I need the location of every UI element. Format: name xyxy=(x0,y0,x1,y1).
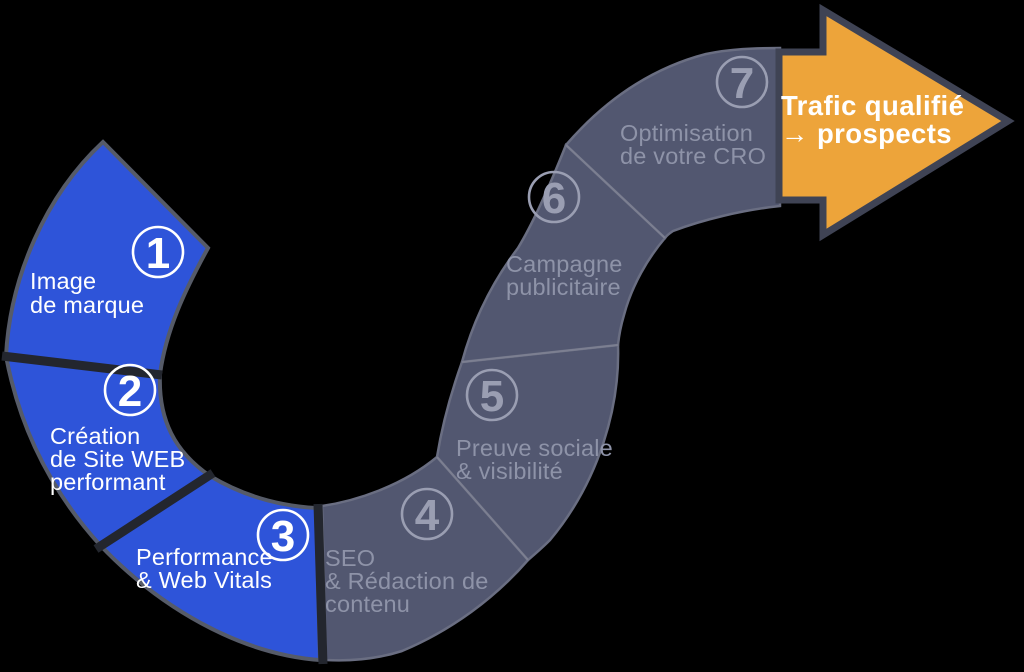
step-3-number: 3 xyxy=(271,512,295,561)
step-4-label-line3: contenu xyxy=(325,591,410,617)
divider-6-7 xyxy=(565,144,666,239)
step-4-number-badge: 4 xyxy=(400,487,454,541)
step-4-label-line1: SEO xyxy=(325,545,375,571)
step-1-label-line1: Image xyxy=(30,268,96,294)
divider-1-2 xyxy=(1,351,163,380)
result-arrow-label-line2: → prospects xyxy=(781,118,952,149)
step-5-label-line2: & visibilité xyxy=(456,458,563,484)
step-7-label-line1: Optimisation xyxy=(620,120,753,146)
step-7-number-badge: 7 xyxy=(715,55,769,109)
step-7-label: Optimisation de votre CRO xyxy=(620,120,766,169)
step-6-segment xyxy=(460,142,667,364)
step-5-badge-ring xyxy=(465,368,519,422)
step-2-badge-ring xyxy=(103,363,157,417)
step-5-label: Preuve sociale & visibilité xyxy=(456,435,613,484)
step-3-label-line2: & Web Vitals xyxy=(136,567,272,593)
step-2-number: 2 xyxy=(118,367,142,416)
step-7-label-line2: de votre CRO xyxy=(620,143,766,169)
step-1-number: 1 xyxy=(146,229,170,278)
step-6-label-line1: Campagne xyxy=(506,251,623,277)
divider-3-4 xyxy=(313,503,328,665)
step-6-badge-ring xyxy=(527,170,581,224)
step-4-label: SEO & Rédaction de contenu xyxy=(325,545,489,617)
step-1-label-line2: de marque xyxy=(30,292,144,318)
step-2-number-badge: 2 xyxy=(103,363,157,417)
step-6-label: Campagne publicitaire xyxy=(506,251,623,300)
step-1-segment xyxy=(3,139,211,377)
result-arrow-label-line1: Trafic qualifié xyxy=(781,90,964,121)
step-4-badge-ring xyxy=(400,487,454,541)
divider-5-6 xyxy=(461,344,619,363)
step-1-label: Image de marque xyxy=(30,268,144,318)
step-2-label-line2: de Site WEB xyxy=(50,446,185,472)
step-7-segment xyxy=(564,46,782,240)
step-4-label-line2: & Rédaction de xyxy=(325,568,489,594)
step-1-number-badge: 1 xyxy=(131,225,185,279)
step-5-number-badge: 5 xyxy=(465,368,519,422)
step-labels: Image de marque Création de Site WEB per… xyxy=(30,120,766,617)
step-3-number-badge: 3 xyxy=(256,508,310,562)
step-2-label: Création de Site WEB performant xyxy=(50,423,185,495)
step-5-label-line1: Preuve sociale xyxy=(456,435,613,461)
step-3-label-line1: Performance xyxy=(136,544,273,570)
step-3-segment xyxy=(96,473,323,663)
step-3-label: Performance & Web Vitals xyxy=(136,544,273,593)
result-arrow: Trafic qualifié → prospects xyxy=(775,3,1015,242)
step-7-badge-ring xyxy=(715,55,769,109)
step-6-number: 6 xyxy=(542,174,566,223)
step-7-number: 7 xyxy=(730,59,754,108)
step-4-number: 4 xyxy=(415,491,440,540)
step-3-badge-ring xyxy=(256,508,310,562)
step-5-number: 5 xyxy=(480,372,504,421)
divider-2-3 xyxy=(93,469,216,553)
step-2-label-line3: performant xyxy=(50,469,166,495)
divider-4-5 xyxy=(436,456,529,561)
step-4-segment xyxy=(320,455,530,662)
step-2-label-line1: Création xyxy=(50,423,140,449)
step-6-number-badge: 6 xyxy=(527,170,581,224)
segments xyxy=(3,46,782,663)
number-badges: 1 2 3 4 5 6 7 xyxy=(103,55,769,562)
segment-dividers xyxy=(1,144,666,665)
result-arrow-shape xyxy=(775,3,1015,242)
step-5-segment xyxy=(435,343,620,562)
step-6-label-line2: publicitaire xyxy=(506,274,621,300)
step-1-badge-ring xyxy=(131,225,185,279)
